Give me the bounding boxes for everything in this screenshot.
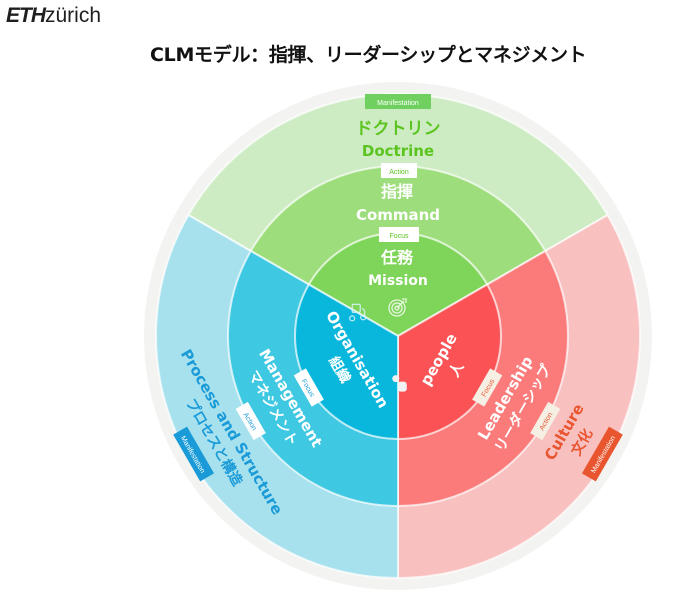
manifestation-label: Manifestation <box>377 100 419 107</box>
focus-badge-red <box>472 368 503 407</box>
target-icon <box>388 298 407 317</box>
focus-label: Focus <box>389 233 409 240</box>
workflow-icon <box>349 303 367 322</box>
action-label: Action <box>389 169 409 176</box>
command-en: Command <box>356 206 440 224</box>
logo-bold: ETH <box>6 4 46 27</box>
action-badge-green <box>381 163 417 178</box>
doctrine-en: Doctrine <box>362 142 434 160</box>
manifestation-badge-green <box>365 94 431 109</box>
action-badge-blue <box>235 401 266 441</box>
page-title: CLMモデル：指揮、リーダーシップとマネジメント <box>150 44 587 66</box>
focus-badge-blue <box>293 368 324 407</box>
eth-zurich-logo: ETHzürich <box>6 4 101 28</box>
green-sector-labels: Manifestation ドクトリン Doctrine Action 指揮 C… <box>356 94 441 317</box>
mission-en: Mission <box>368 273 428 289</box>
focus-badge-green <box>379 227 419 242</box>
action-badge-red <box>530 401 561 441</box>
mission-jp: 任務 <box>380 248 414 267</box>
manifestation-badge-red <box>581 426 623 482</box>
logo-light: zürich <box>45 4 102 27</box>
command-jp: 指揮 <box>381 182 413 201</box>
manifestation-badge-blue <box>173 426 215 482</box>
doctrine-jp: ドクトリン <box>356 119 441 139</box>
person-icon <box>392 375 407 392</box>
